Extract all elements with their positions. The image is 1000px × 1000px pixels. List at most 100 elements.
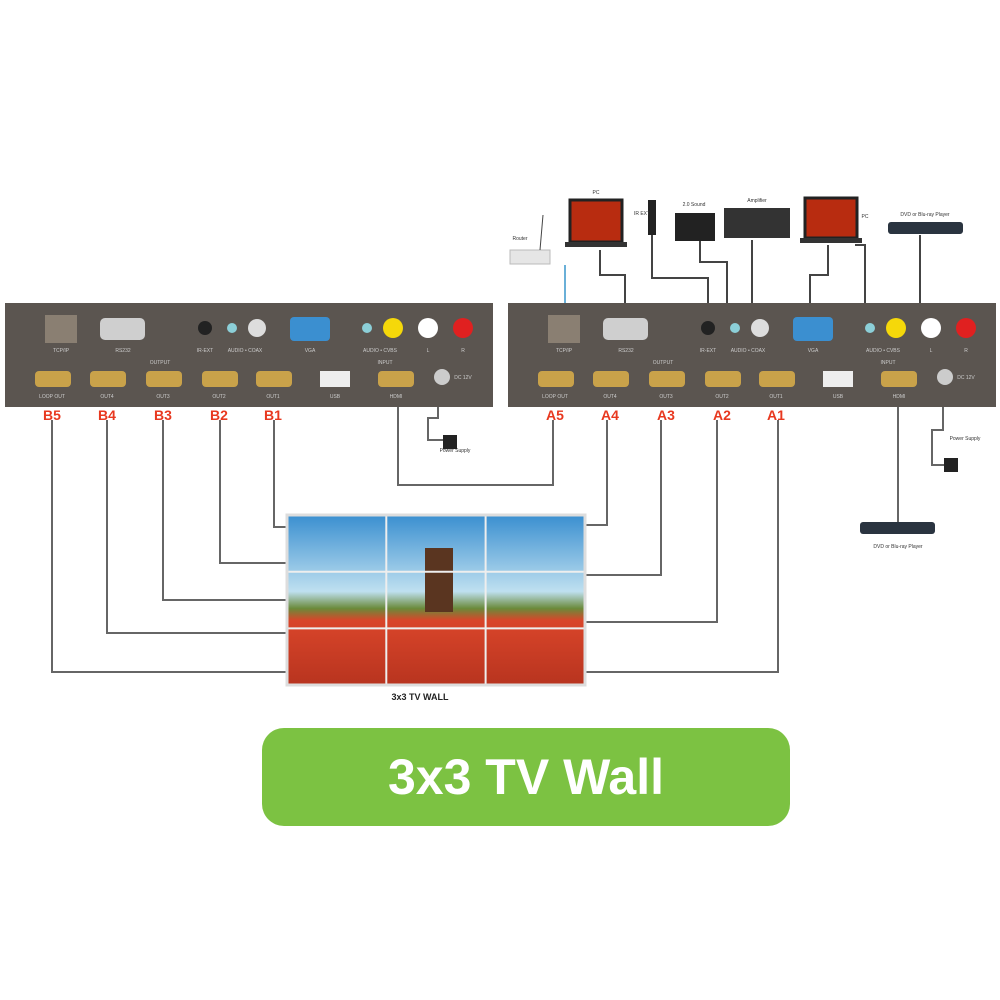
vga-port bbox=[290, 317, 330, 341]
hdmi-out-port bbox=[202, 371, 238, 387]
power-adapter-icon bbox=[443, 435, 457, 449]
audio-l-port bbox=[921, 318, 941, 338]
port-label-b3: B3 bbox=[154, 407, 172, 423]
ethernet-port bbox=[548, 315, 580, 343]
dvd-player-icon bbox=[888, 222, 963, 234]
out-label: OUT3 bbox=[156, 394, 170, 400]
port-label-b1: B1 bbox=[264, 407, 282, 423]
power-label-left: Power Supply bbox=[440, 448, 471, 454]
port-label-a3: A3 bbox=[657, 407, 675, 423]
tv-wall bbox=[285, 513, 587, 687]
cvbs-port bbox=[886, 318, 906, 338]
vga-label: VGA bbox=[808, 348, 819, 354]
amplifier-label: Amplifier bbox=[747, 198, 767, 204]
vga-label: VGA bbox=[305, 348, 316, 354]
r-label: R bbox=[964, 348, 968, 354]
ir-ext-icon bbox=[648, 200, 656, 235]
pc-laptop-icon bbox=[568, 198, 624, 244]
port-label-a4: A4 bbox=[601, 407, 619, 423]
hdmi-out-port bbox=[759, 371, 795, 387]
usb-label: USB bbox=[330, 394, 341, 400]
router-label: Router bbox=[512, 236, 527, 242]
hdmi-out-port bbox=[35, 371, 71, 387]
router-antenna bbox=[539, 214, 544, 251]
out-label: OUT2 bbox=[715, 394, 729, 400]
rs232-port bbox=[603, 318, 648, 340]
port-label-b2: B2 bbox=[210, 407, 228, 423]
audio-jack bbox=[362, 323, 372, 333]
dc-port bbox=[937, 369, 953, 385]
pc-label: PC bbox=[862, 214, 869, 220]
connection-wires bbox=[51, 235, 950, 673]
power-adapter-icon bbox=[944, 458, 958, 472]
tcpip-label: TCP/IP bbox=[53, 348, 70, 354]
hdmi-out-port bbox=[705, 371, 741, 387]
ir-ext-device-label: IR EXT bbox=[634, 211, 650, 217]
port-label-a5: A5 bbox=[546, 407, 564, 423]
banner-text: 3x3 TV Wall bbox=[387, 749, 665, 805]
dc-label: DC 12V bbox=[454, 375, 472, 381]
vga-port bbox=[793, 317, 833, 341]
tcpip-label: TCP/IP bbox=[556, 348, 573, 354]
ethernet-port bbox=[45, 315, 77, 343]
r-label: R bbox=[461, 348, 465, 354]
amplifier-icon bbox=[724, 208, 790, 238]
router-icon bbox=[509, 249, 551, 265]
rs232-label: RS232 bbox=[115, 348, 131, 354]
wall-caption: 3x3 TV WALL bbox=[391, 692, 449, 702]
out-label: LOOP OUT bbox=[39, 394, 65, 400]
rs232-port bbox=[100, 318, 145, 340]
hdmi-out-port bbox=[538, 371, 574, 387]
out-label: OUT1 bbox=[266, 394, 280, 400]
dvd-player-icon bbox=[860, 522, 935, 534]
audio-jack bbox=[730, 323, 740, 333]
hdmi-label: HDMI bbox=[390, 394, 403, 400]
hdmi-in-port bbox=[881, 371, 917, 387]
pc-laptop-icon bbox=[803, 196, 859, 240]
hdmi-out-port bbox=[649, 371, 685, 387]
tv-wall-frame bbox=[285, 513, 587, 687]
out-label: OUT3 bbox=[659, 394, 673, 400]
audio-jack bbox=[227, 323, 237, 333]
rs232-label: RS232 bbox=[618, 348, 634, 354]
coax-port bbox=[751, 319, 769, 337]
out-label: OUT4 bbox=[603, 394, 617, 400]
unit-panel bbox=[5, 303, 493, 407]
right-unit bbox=[508, 303, 996, 407]
audio-cvbs-label: AUDIO • CVBS bbox=[866, 348, 901, 354]
power-label-right: Power Supply bbox=[950, 436, 981, 442]
output-label: OUTPUT bbox=[150, 360, 171, 366]
speakers-icon bbox=[675, 213, 715, 241]
pc-label: PC bbox=[593, 190, 600, 196]
l-label: L bbox=[427, 348, 430, 354]
dc-label: DC 12V bbox=[957, 375, 975, 381]
hdmi-in-port bbox=[378, 371, 414, 387]
hdmi-label: HDMI bbox=[893, 394, 906, 400]
out-label: LOOP OUT bbox=[542, 394, 568, 400]
hdmi-out-port bbox=[256, 371, 292, 387]
cvbs-port bbox=[383, 318, 403, 338]
l-label: L bbox=[930, 348, 933, 354]
input-label: INPUT bbox=[881, 360, 896, 366]
audio-l-port bbox=[418, 318, 438, 338]
audio-r-port bbox=[956, 318, 976, 338]
input-label: INPUT bbox=[378, 360, 393, 366]
ir-ext-label: IR-EXT bbox=[197, 348, 213, 354]
dvd-label: DVD or Blu-ray Player bbox=[873, 544, 923, 550]
audio-coax-label: AUDIO • COAX bbox=[228, 348, 263, 354]
title-banner: 3x3 TV Wall bbox=[262, 728, 790, 826]
pc-laptop-base bbox=[800, 238, 862, 243]
ir-ext-label: IR-EXT bbox=[700, 348, 716, 354]
left-unit bbox=[5, 303, 493, 407]
usb-label: USB bbox=[833, 394, 844, 400]
port-label-a1: A1 bbox=[767, 407, 785, 423]
port-label-b5: B5 bbox=[43, 407, 61, 423]
out-label: OUT2 bbox=[212, 394, 226, 400]
out-label: OUT4 bbox=[100, 394, 114, 400]
sound-label: 2.0 Sound bbox=[683, 202, 706, 208]
ir-ext-port bbox=[198, 321, 212, 335]
windmill-icon bbox=[425, 548, 453, 612]
ir-ext-port bbox=[701, 321, 715, 335]
port-label-a2: A2 bbox=[713, 407, 731, 423]
